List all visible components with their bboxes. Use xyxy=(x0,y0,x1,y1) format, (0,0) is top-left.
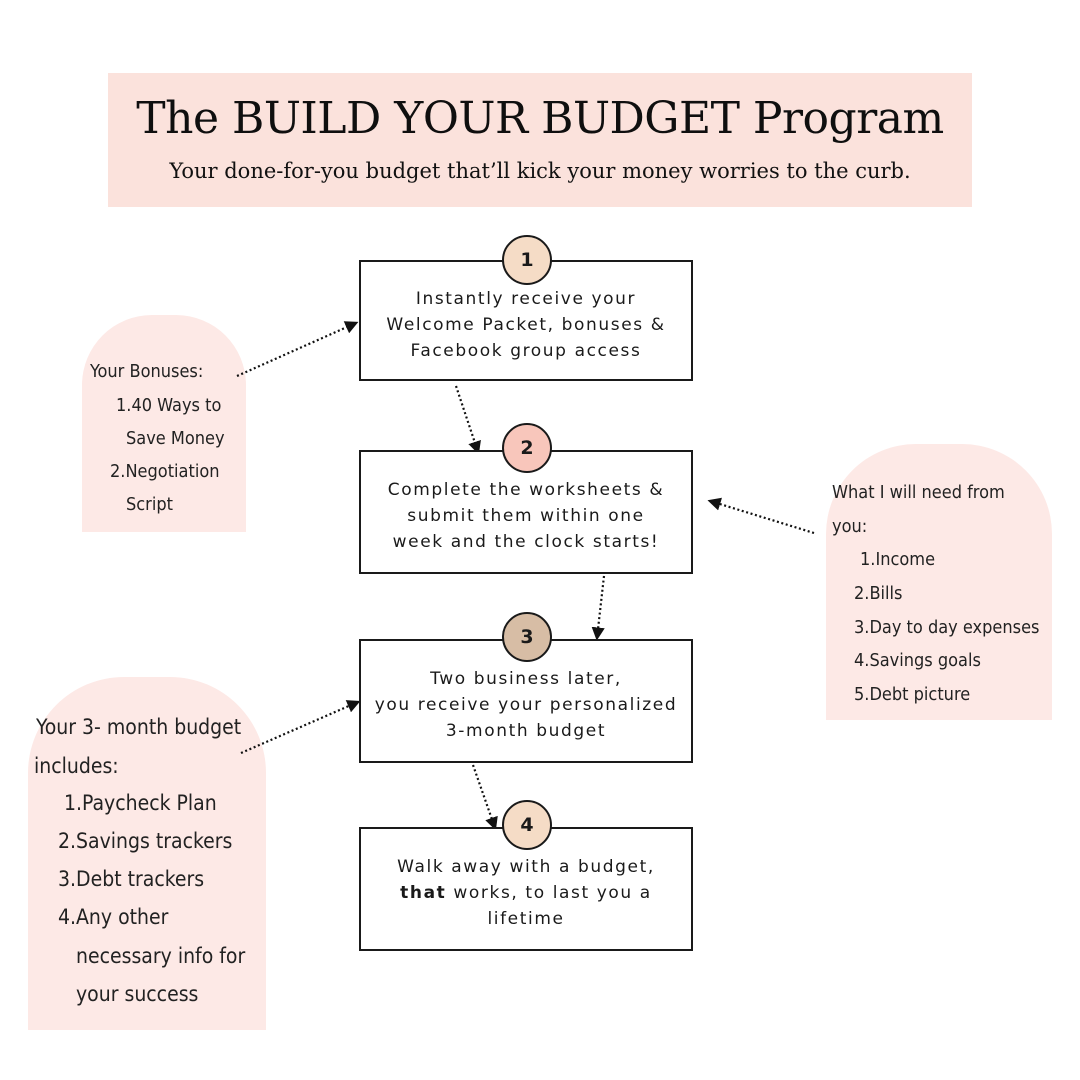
step-3-line: 3-month budget xyxy=(445,721,607,741)
step-1-line: Instantly receive your xyxy=(415,288,637,309)
bonuses-note-line: Script xyxy=(126,494,173,515)
arrow-step-3-to-step-4 xyxy=(471,764,498,831)
step-1-line: Welcome Packet, bonuses & xyxy=(386,314,666,335)
title-banner: The BUILD YOUR BUDGET Program Your done-… xyxy=(108,73,972,207)
budget-includes-heading: includes: xyxy=(34,754,119,778)
step-4-line: Walk away with a budget, xyxy=(397,857,655,877)
step-3-badge: 3 xyxy=(502,612,552,662)
arrow-step-2-to-step-3 xyxy=(591,575,606,641)
bonuses-note: Your Bonuses: 1.40 Ways to Save Money 2.… xyxy=(82,315,246,532)
step-4-line: lifetime xyxy=(487,909,565,929)
arrow-step-1-to-step-2 xyxy=(454,385,481,455)
step-1-line: Facebook group access xyxy=(410,340,642,361)
step-2-line: week and the clock starts! xyxy=(392,532,660,552)
step-3-line: Two business later, xyxy=(430,669,622,689)
step-2-badge: 2 xyxy=(502,423,552,473)
budget-includes-line: 1.Paycheck Plan xyxy=(64,791,217,815)
program-subtitle: Your done-for-you budget that’ll kick yo… xyxy=(169,159,911,183)
requirements-note-line: 5.Debt picture xyxy=(854,684,971,705)
step-3-text: Two business later, you receive your per… xyxy=(369,658,684,744)
requirements-note-line: 3.Day to day expenses xyxy=(854,617,1040,638)
step-4-line-rest: works, to last you a xyxy=(453,883,652,903)
budget-includes-line: 3.Debt trackers xyxy=(58,867,205,891)
bonuses-note-line: Save Money xyxy=(126,428,225,449)
step-3-line: you receive your personalized xyxy=(374,695,678,715)
requirements-note-line: 2.Bills xyxy=(854,583,903,604)
requirements-note-heading: What I will need from xyxy=(832,482,1005,503)
step-2-text: Complete the worksheets & submit them wi… xyxy=(382,469,671,555)
bonuses-note-heading: Your Bonuses: xyxy=(90,361,204,382)
arrow-requirements-to-step-2 xyxy=(707,497,815,535)
step-1-badge: 1 xyxy=(502,235,552,285)
arrow-budget-to-step-3 xyxy=(240,700,361,755)
requirements-note-heading: you: xyxy=(832,516,868,537)
step-4-badge: 4 xyxy=(502,800,552,850)
budget-includes-note: Your 3- month budget includes: 1.Paychec… xyxy=(28,677,266,1030)
requirements-note-line: 1.Income xyxy=(860,549,936,570)
requirements-note-line: 4.Savings goals xyxy=(854,650,981,671)
program-title: The BUILD YOUR BUDGET Program xyxy=(136,93,944,144)
requirements-note: What I will need from you: 1.Income 2.Bi… xyxy=(826,444,1052,720)
step-4-emphasis: that xyxy=(400,883,447,903)
budget-includes-line: necessary info for xyxy=(76,944,246,968)
step-2-line: submit them within one xyxy=(407,506,645,526)
budget-includes-heading: Your 3- month budget xyxy=(36,715,242,739)
budget-includes-line: 2.Savings trackers xyxy=(58,829,233,853)
step-1-text: Instantly receive your Welcome Packet, b… xyxy=(380,278,671,364)
budget-includes-line: 4.Any other xyxy=(58,905,169,929)
step-2-line: Complete the worksheets & xyxy=(387,480,665,500)
bonuses-note-line: 1.40 Ways to xyxy=(116,395,222,416)
arrow-bonuses-to-step-1 xyxy=(236,321,359,378)
step-4-line: that works, to last you a xyxy=(397,880,655,906)
step-4-text: Walk away with a budget, that works, to … xyxy=(391,846,661,932)
bonuses-note-line: 2.Negotiation xyxy=(110,461,220,482)
budget-includes-line: your success xyxy=(76,982,199,1006)
